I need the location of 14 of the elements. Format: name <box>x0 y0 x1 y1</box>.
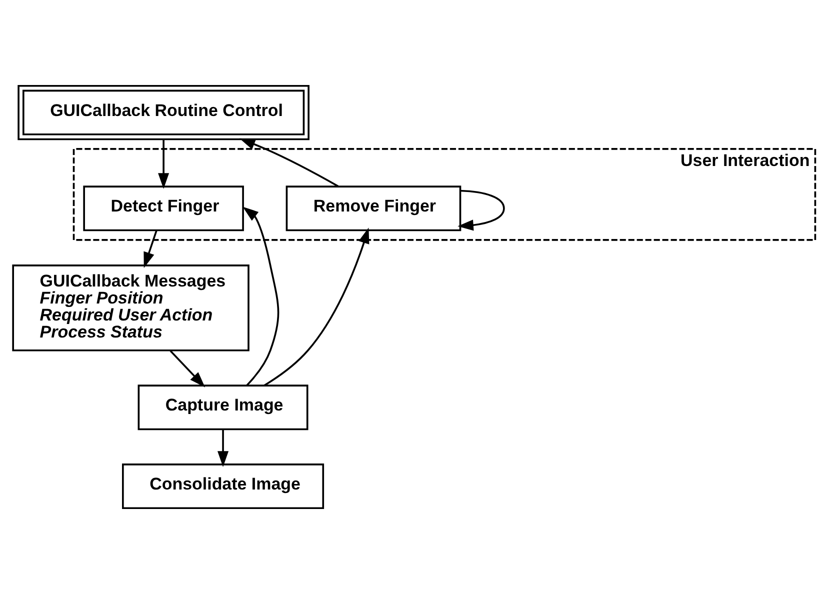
arrow <box>264 228 370 386</box>
arrow <box>218 430 229 467</box>
arrow <box>458 190 505 231</box>
node-box: Detect Finger <box>83 186 244 232</box>
arrow <box>170 350 206 388</box>
node-box: GUICallback Routine Control <box>18 84 310 140</box>
arrow <box>239 138 339 188</box>
node-box: Capture Image <box>138 384 308 430</box>
node-box: Consolidate Image <box>122 464 324 510</box>
node-box: Remove Finger <box>286 186 462 232</box>
node-box: GUICallback Messages Finger Position Required User Action Process Status <box>12 264 250 352</box>
arrow <box>158 139 170 189</box>
arrow <box>242 206 280 386</box>
arrow <box>144 230 158 268</box>
